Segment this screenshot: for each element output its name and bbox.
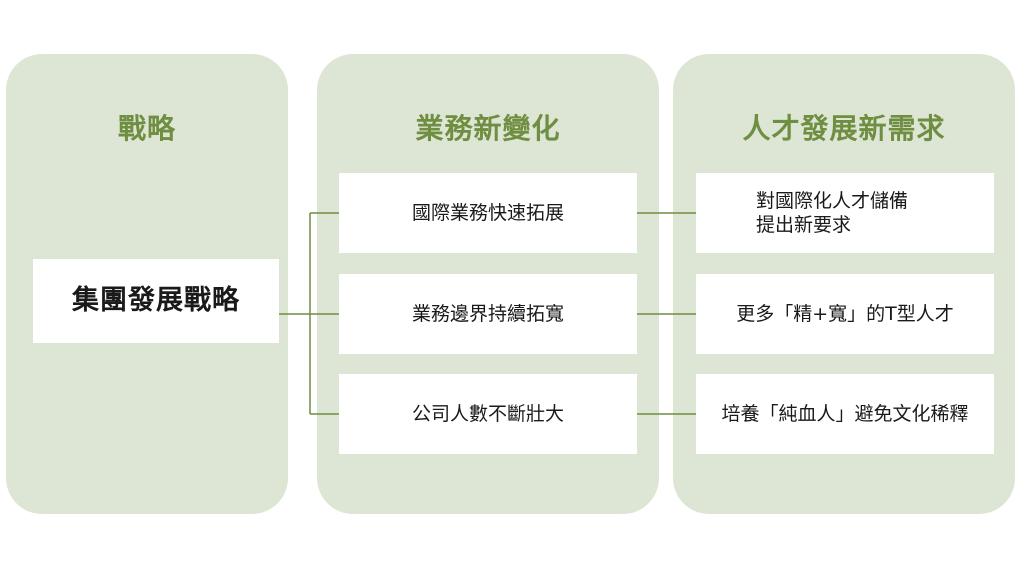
business-title: 業務新變化 [415,112,561,145]
talent-item-1-line-2: 提出新要求 [756,214,852,236]
business-item-1: 國際業務快速拓展 [339,173,637,253]
strategy-title: 戰略 [117,112,176,145]
talent-item-3-line-1: 培養「純血人」避免文化稀釋 [721,403,969,425]
talent-item-2-line-1: 更多「精+寬」的T型人才 [736,303,954,325]
business-item-2: 業務邊界持續拓寬 [339,274,637,354]
strategy-item-box: 集團發展戰略 [33,259,279,343]
business-item-3: 公司人數不斷壯大 [339,374,637,454]
talent-title: 人才發展新需求 [742,112,946,145]
talent-item-1: 對國際化人才儲備 提出新要求 [696,173,994,253]
talent-item-3: 培養「純血人」避免文化稀釋 [696,374,994,454]
talent-item-1-line-1: 對國際化人才儲備 [756,190,909,212]
talent-item-2: 更多「精+寬」的T型人才 [696,274,994,354]
